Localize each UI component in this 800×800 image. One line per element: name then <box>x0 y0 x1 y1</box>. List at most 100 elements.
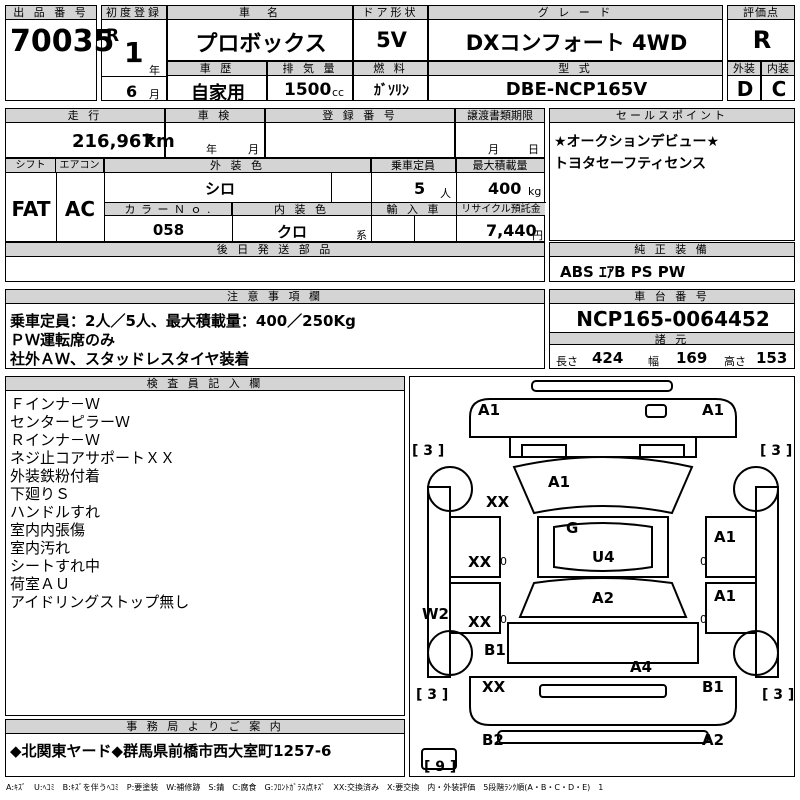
recycle-label: リサイクル預託金 <box>457 203 545 216</box>
era: R <box>106 26 120 46</box>
doc-deadline-box: 譲渡書類期限 月 日 <box>455 108 545 158</box>
doc-deadline-label: 譲渡書類期限 <box>456 109 544 123</box>
legend: A:ｷｽﾞ U:ﾍｺﾐ B:ｷｽﾞを伴うﾍｺﾐ P:要塗装 W:補修跡 S:錆 … <box>6 783 604 792</box>
capacity-label: 乗車定員 <box>371 159 456 173</box>
color-no: 058 <box>152 221 185 239</box>
notes-box: 注 意 事 項 欄 乗車定員：2人／5人、最大積載量：400／250Kg ＰＷ運… <box>5 289 545 369</box>
damage-mark: A1 <box>714 587 736 605</box>
interior-label: 内装 <box>762 62 794 76</box>
ext-color: シロ <box>204 180 235 198</box>
first-reg-box: 初度登録 R 1 年 6 月 <box>101 5 168 101</box>
displacement: 1500 <box>284 80 332 100</box>
inspection-label: 車 検 <box>166 109 264 123</box>
inspector-line: 荷室ＡＵ <box>10 575 71 593</box>
height: 153 <box>756 349 788 367</box>
history: 自家用 <box>191 83 245 104</box>
inspector-line: センターピラーＷ <box>10 413 131 431</box>
doc-month-unit: 月 <box>488 143 499 156</box>
length-label: 長さ <box>556 355 578 368</box>
first-reg-year: 1 <box>124 36 144 69</box>
score-box: 評価点 R <box>727 5 795 61</box>
damage-mark: A4 <box>630 658 652 676</box>
sales-point-1: ★オークションデビュー★ <box>554 134 720 150</box>
capacity: 5 <box>414 179 426 198</box>
inspector-box: 検 査 員 記 入 欄 Ｆインナ－Ｗ センターピラーＷ Ｒインナ－Ｗ ネジ止コア… <box>5 376 405 716</box>
exterior-label: 外装 <box>728 62 760 76</box>
inspector-line: ネジ止コアサポートＸＸ <box>10 449 176 467</box>
damage-mark: A1 <box>714 528 736 546</box>
first-reg-month: 6 <box>126 82 138 101</box>
inspector-label: 検 査 員 記 入 欄 <box>6 377 404 391</box>
lot-box: 出 品 番 号 70035 <box>5 5 114 101</box>
damage-mark: XX <box>486 493 510 511</box>
inspector-line: アイドリングストップ無し <box>10 593 190 611</box>
registration-label: 登 録 番 号 <box>266 109 454 123</box>
spec-grid: シフト エアコン FAT AC 外 装 色 シロ 乗車定員 5 人 最大積載量 … <box>5 158 546 242</box>
notes-label: 注 意 事 項 欄 <box>6 290 544 304</box>
tire-tread-depth: [ 3 ] <box>762 687 794 703</box>
displacement-box: 排 気 量 1500 cc <box>267 61 353 101</box>
car-name: プロボックス <box>195 32 327 57</box>
recycle-unit: 円 <box>532 229 543 242</box>
note-line-2: ＰＷ運転席のみ <box>10 331 116 349</box>
interior-score: C <box>771 77 787 101</box>
inspector-line: 室内汚れ <box>10 539 71 557</box>
sales-point-2: トヨタセーフティセンス <box>554 156 707 172</box>
car-name-box: 車 名 プロボックス <box>167 5 353 61</box>
history-box: 車 歴 自家用 <box>167 61 267 104</box>
ac-label: エアコン <box>56 159 104 173</box>
fuel-label: 燃 料 <box>354 62 427 76</box>
inspector-line: シートすれ中 <box>10 557 101 575</box>
damage-mark: A1 <box>548 473 570 491</box>
year-unit: 年 <box>149 64 160 77</box>
damage-mark: XX <box>468 553 492 571</box>
office-text: ◆北関東ヤード◆群馬県前橋市西大室町1257-6 <box>10 742 332 760</box>
damage-mark: A1 <box>702 401 724 419</box>
inspector-line: 下廻りＳ <box>10 485 71 503</box>
tire-tread-depth: [ 3 ] <box>416 687 448 703</box>
inspector-line: ハンドルすれ <box>10 503 101 521</box>
panel-zero: 0 <box>700 555 707 568</box>
max-load-unit: kg <box>528 185 542 198</box>
office-box: 事 務 局 よ り ご 案 内 ◆北関東ヤード◆群馬県前橋市西大室町1257-6 <box>5 719 405 777</box>
chassis-label: 車 台 番 号 <box>550 290 794 304</box>
sales-points-box: セールスポイント ★オークションデビュー★ トヨタセーフティセンス <box>549 108 795 241</box>
grade-label: グ レ ー ド <box>429 6 722 20</box>
capacity-unit: 人 <box>440 187 451 200</box>
damage-mark: B1 <box>702 678 724 696</box>
damage-mark: A2 <box>702 731 724 749</box>
panel-zero: 0 <box>500 613 507 626</box>
damage-mark: XX <box>468 613 492 631</box>
spec-label: 諸 元 <box>550 332 794 346</box>
int-color-unit: 系 <box>356 229 367 242</box>
int-color: クロ <box>276 223 307 241</box>
door-box: ドア形状 5V <box>353 5 428 61</box>
inspector-notes: Ｆインナ－Ｗ センターピラーＷ Ｒインナ－Ｗ ネジ止コアサポートＸＸ 外装鉄粉付… <box>10 395 189 611</box>
damage-mark: A1 <box>478 401 500 419</box>
inspector-line: 室内内張傷 <box>10 521 86 539</box>
inspector-line: Ｆインナ－Ｗ <box>10 395 101 413</box>
interior-box: 内装 C <box>761 61 795 101</box>
length: 424 <box>592 349 624 367</box>
displacement-label: 排 気 量 <box>268 62 352 76</box>
first-reg-label: 初度登録 <box>102 6 166 20</box>
damage-mark: A2 <box>592 589 614 607</box>
import-label: 輸 入 車 <box>372 203 456 216</box>
max-load-label: 最大積載量 <box>456 159 544 173</box>
lot-number: 70035 <box>10 24 115 59</box>
color-no-label: カ ラ ー Ｎ ｏ . <box>105 203 232 216</box>
ext-color-label: 外 装 色 <box>105 159 371 173</box>
model-box: 型 式 DBE-NCP165V <box>428 61 723 101</box>
air-conditioning: AC <box>64 197 96 221</box>
shift: FAT <box>11 197 51 221</box>
damage-mark: XX <box>482 678 506 696</box>
inspector-line: 外装鉄粉付着 <box>10 467 101 485</box>
equipment: ABS ｴｱB PS PW <box>560 263 686 281</box>
inspection-month-unit: 月 <box>248 143 259 156</box>
month-unit: 月 <box>149 88 160 101</box>
height-label: 高さ <box>724 355 746 368</box>
km-unit: km <box>144 131 175 152</box>
chassis-box: 車 台 番 号 NCP165-0064452 諸 元 長さ 424 幅 169 … <box>549 289 795 369</box>
exterior-score: D <box>736 77 754 101</box>
